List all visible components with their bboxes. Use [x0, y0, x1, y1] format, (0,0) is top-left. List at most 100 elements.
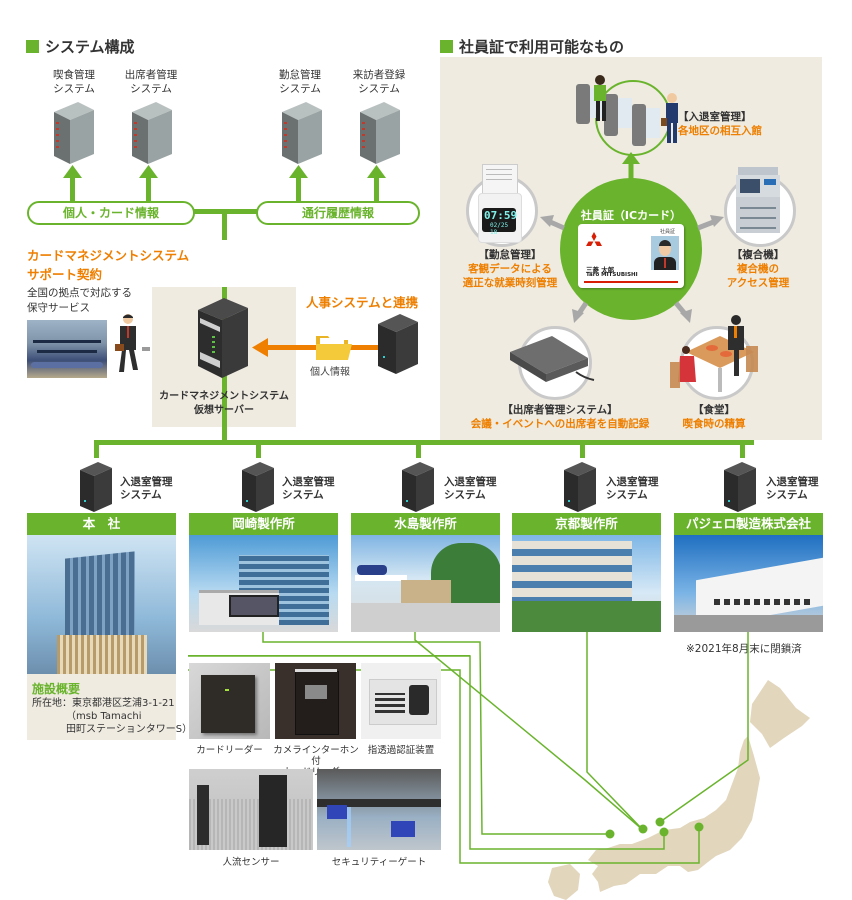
server-rack-icon	[282, 102, 322, 164]
device-finger-vein-photo	[361, 663, 441, 739]
label-line: 入退室管理	[120, 476, 173, 488]
use-desc: 各地区の相互入館	[678, 125, 762, 137]
site-system-label: 入退室管理システム	[282, 476, 335, 502]
photo-kyoto-plant	[512, 535, 661, 632]
site-system-label: 入退室管理システム	[120, 476, 173, 502]
site-header-hq: 本 社	[27, 513, 176, 535]
use-title: 【入退室管理】	[678, 111, 752, 123]
use-desc: 適正な就業時刻管理	[462, 277, 558, 289]
card-photo	[651, 236, 679, 270]
printer-icon	[736, 167, 780, 233]
photo-pajero-plant	[674, 535, 823, 632]
site-server-icon	[80, 462, 112, 512]
mitsubishi-logo-icon	[586, 232, 602, 246]
pill-personal-card-info: 個人・カード情報	[27, 201, 195, 225]
caption-line: カードリーダー	[282, 767, 350, 778]
card-red-stripe	[584, 281, 678, 283]
cafeteria-illustration	[670, 315, 758, 392]
section-title-text: 社員証で利用可能なもの	[459, 38, 625, 56]
system-label-attendance: 勤怠管理 システム	[268, 68, 332, 96]
use-desc: 喫食時の精算	[682, 418, 746, 430]
system-label-attendee: 出席者管理 システム	[116, 68, 186, 96]
label-line: システム	[120, 489, 162, 501]
hr-link-title: 人事システムと連携	[306, 295, 419, 310]
section-title-id-card: 社員証で利用可能なもの	[440, 36, 624, 57]
use-desc: 複合機の	[737, 263, 779, 275]
device-security-gate-photo	[317, 769, 441, 850]
label-line: システム	[282, 489, 324, 501]
support-desc: 全国の拠点で対応する 保守サービス	[27, 286, 132, 316]
main-server-icon	[198, 298, 248, 378]
card-name-en: Taro MITSUBISHI	[586, 272, 638, 278]
site-system-label: 入退室管理システム	[606, 476, 659, 502]
device-caption: セキュリティーゲート	[331, 857, 427, 868]
map-dot-mizushima	[605, 829, 615, 839]
use-title: 【複合機】	[731, 249, 785, 261]
site-server-icon	[242, 462, 274, 512]
map-dot-okazaki	[659, 827, 669, 837]
hq-info-title: 施設概要	[32, 682, 81, 696]
address-line: 田町ステーションタワーS）	[66, 724, 193, 735]
use-title: 【出席者管理システム】	[502, 404, 618, 416]
businessman-icon	[115, 314, 138, 372]
device-caption: 指透過認証装置	[367, 745, 435, 756]
server-rack-icon	[360, 102, 400, 164]
time-clock-body: 07:59 02/25 18	[478, 193, 522, 243]
up-arrows	[63, 165, 386, 240]
support-title-line: カードマネジメントシステム	[27, 248, 190, 263]
label-line: 仮想サーバー	[194, 405, 254, 416]
label-line: システム	[130, 83, 172, 95]
address-line: （msb Tamachi	[66, 711, 142, 722]
label-line: 入退室管理	[282, 476, 335, 488]
device-intercom-reader-photo	[275, 663, 356, 739]
hq-info-panel	[27, 674, 176, 740]
card-reader-device-icon	[510, 336, 595, 382]
id-card: 社員証 三菱 太郎 Taro MITSUBISHI	[578, 224, 684, 288]
clock-time: 07:59	[484, 209, 518, 222]
support-title: カードマネジメントシステム サポート契約	[27, 246, 189, 284]
caption-line: カメラインターホン付	[273, 745, 359, 767]
map-dot-pajero	[655, 817, 665, 827]
green-up-arrow	[622, 152, 640, 190]
section-title-system: システム構成	[26, 36, 135, 57]
site-server-icon	[724, 462, 756, 512]
label-line: システム	[766, 489, 808, 501]
clock-date: 02/25 18	[490, 222, 509, 236]
device-frame-line	[188, 655, 470, 656]
system-label-visitor: 来訪者登録 システム	[344, 68, 414, 96]
use-title: 【勤怠管理】	[478, 249, 542, 261]
device-flow-sensor-photo	[189, 769, 313, 850]
green-square-icon	[26, 40, 39, 53]
site-tree-connectors	[94, 440, 754, 458]
site-system-label: 入退室管理システム	[444, 476, 497, 502]
label-line: システム	[53, 83, 95, 95]
security-gate-illustration	[576, 75, 678, 146]
device-caption: カードリーダー	[196, 745, 263, 756]
device-caption: カメラインターホン付 カードリーダー	[272, 745, 360, 778]
use-desc: 会議・イベントへの出席者を自動記録	[470, 418, 650, 430]
label-line: 出席者管理	[124, 69, 178, 81]
gray-arrows	[540, 215, 724, 323]
use-attendee-caption: 【出席者管理システム】 会議・イベントへの出席者を自動記録	[440, 403, 680, 431]
site-header-kyoto: 京都製作所	[512, 513, 661, 535]
pill-access-history: 通行履歴情報	[256, 201, 420, 225]
site-system-label: 入退室管理システム	[766, 476, 819, 502]
use-desc: アクセス管理	[726, 277, 790, 289]
folder-label: 個人情報	[310, 367, 350, 378]
system-label-dining: 喫食管理 システム	[42, 68, 106, 96]
label-line: システム	[358, 83, 400, 95]
map-dot-kyoto	[638, 824, 648, 834]
photo-okazaki-plant	[189, 535, 338, 632]
label-line: システム	[606, 489, 648, 501]
label-line: 入退室管理	[606, 476, 659, 488]
address-label: 所在地：	[32, 698, 72, 709]
site-server-icon	[564, 462, 596, 512]
label-line: 入退室管理	[444, 476, 497, 488]
label-line: システム	[444, 489, 486, 501]
use-title: 【食堂】	[693, 404, 735, 416]
label-line: 入退室管理	[766, 476, 819, 488]
label-line: 来訪者登録	[352, 69, 406, 81]
virtual-server-label: カードマネジメントシステム 仮想サーバー	[152, 390, 296, 418]
support-desc-line: 保守サービス	[27, 302, 90, 314]
